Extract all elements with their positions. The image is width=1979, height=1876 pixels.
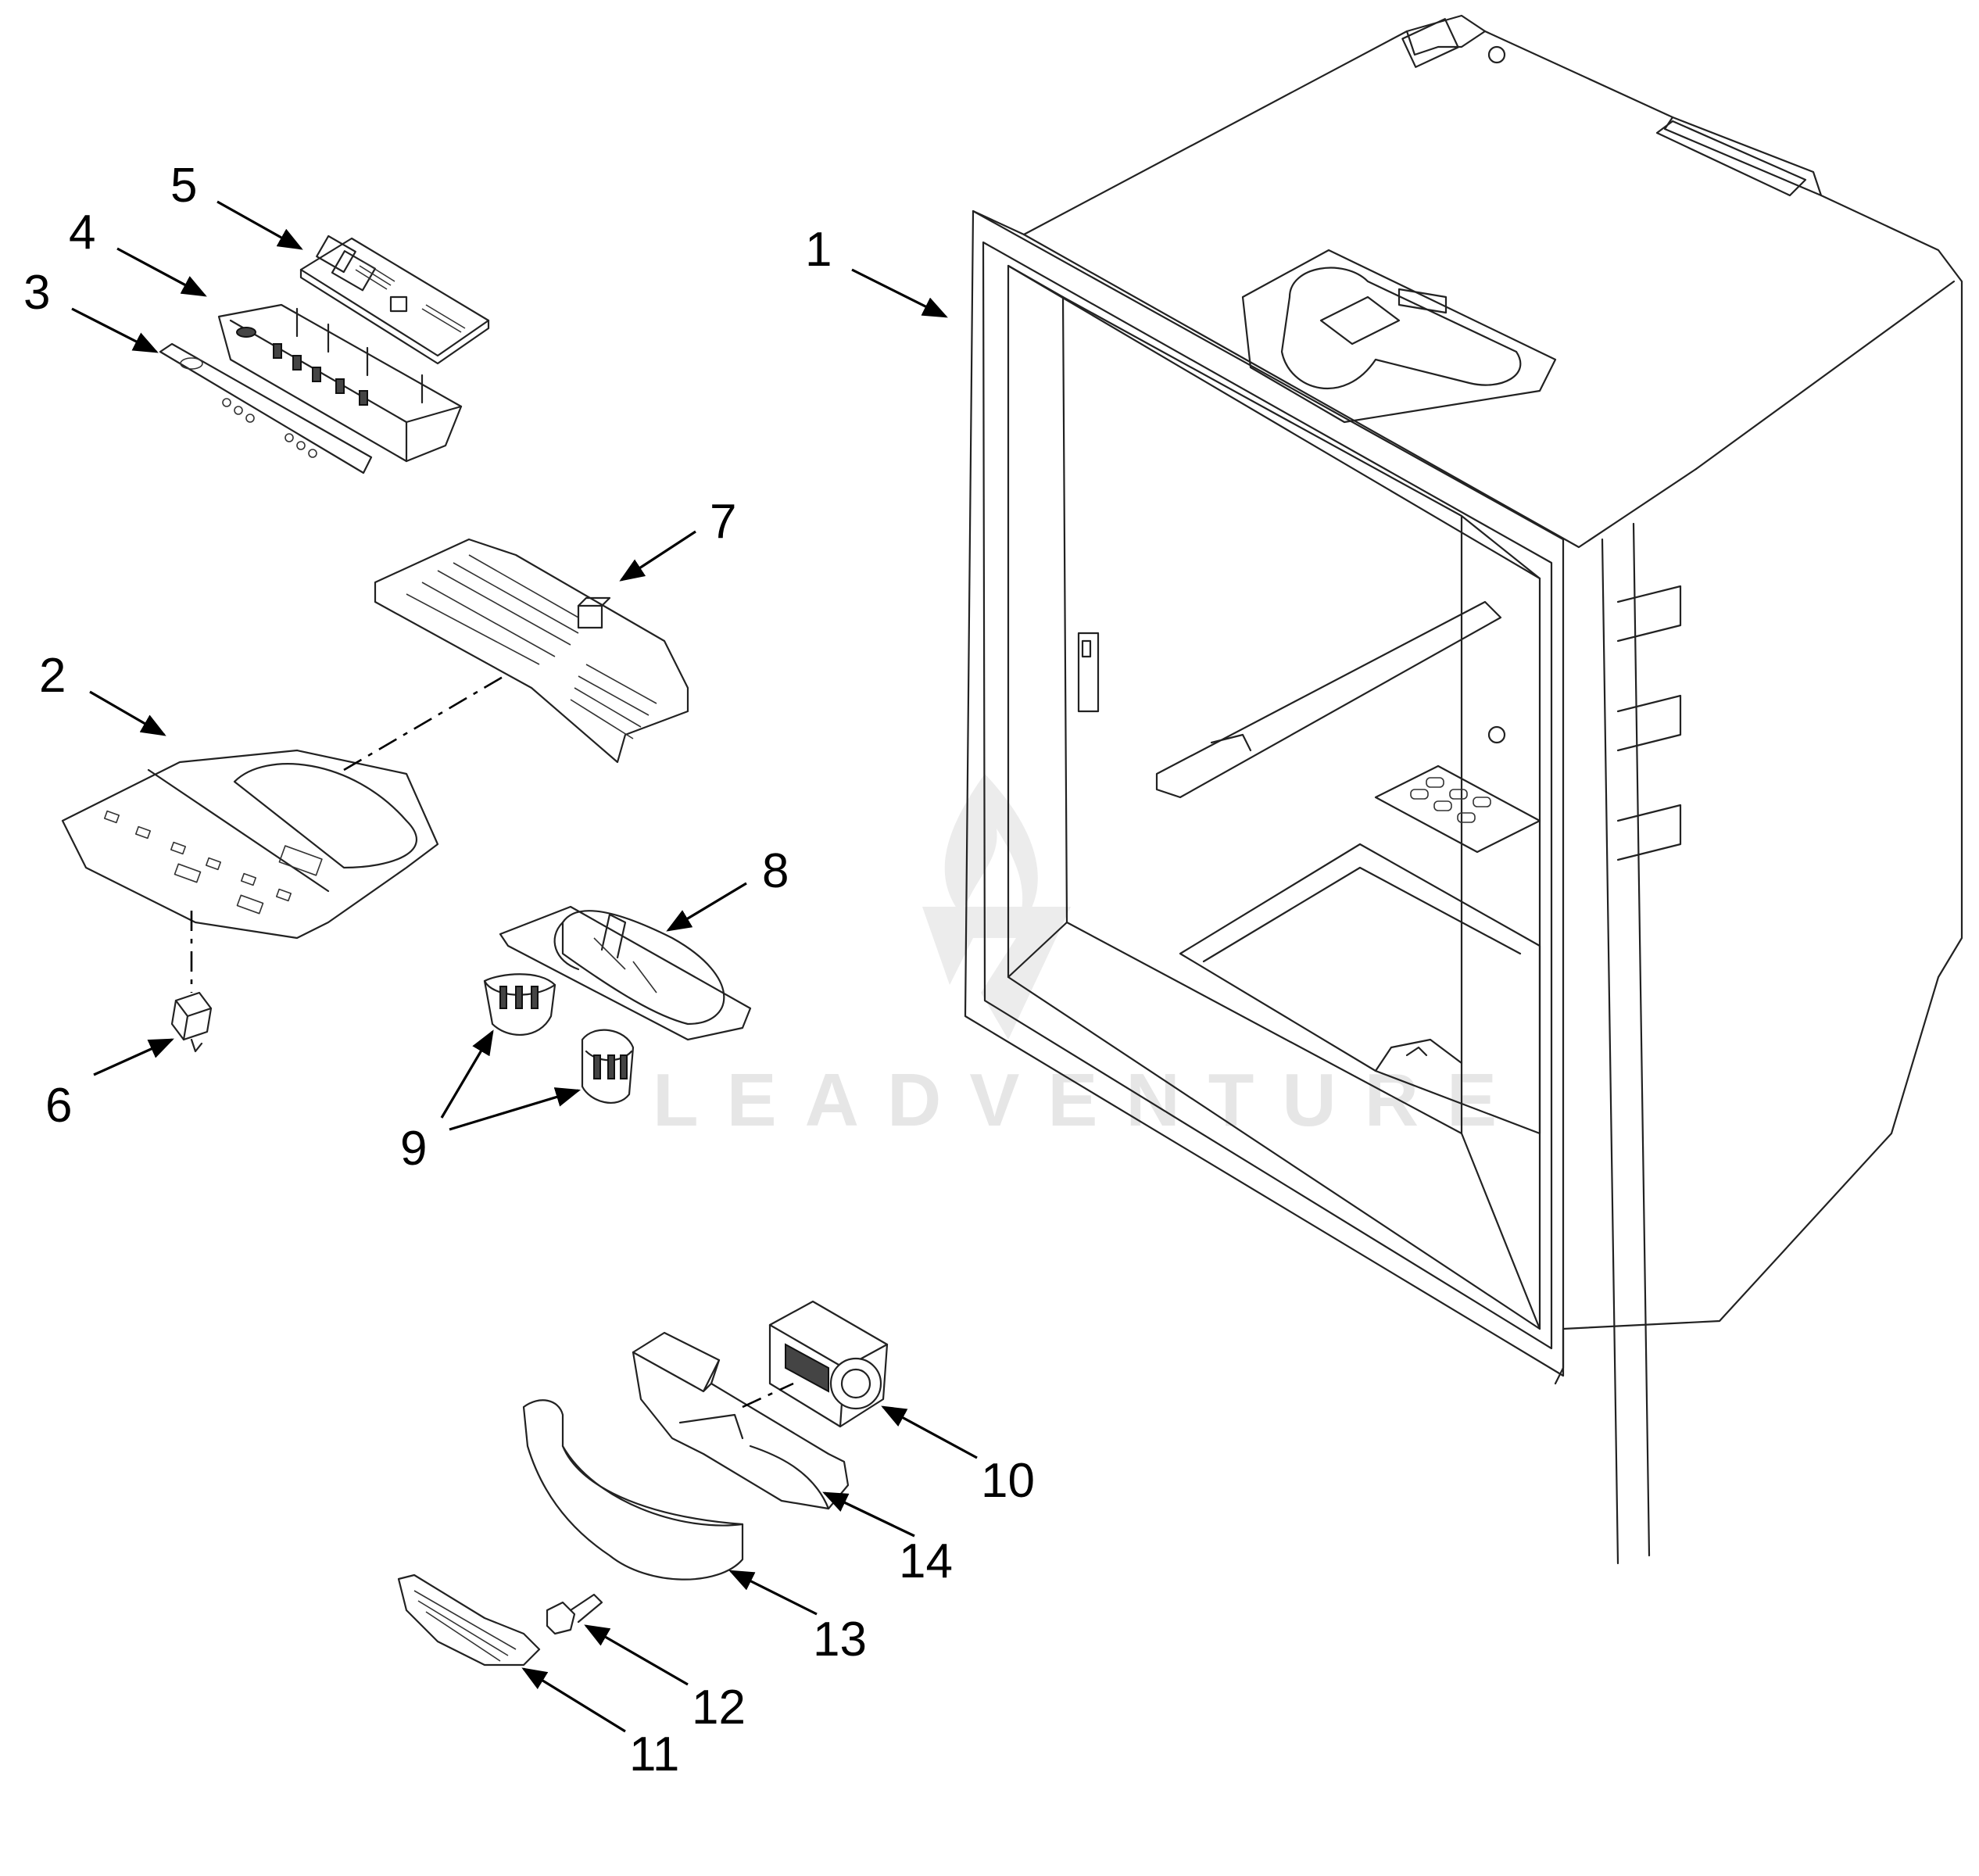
arrow-6 <box>93 1038 174 1076</box>
watermark: LEADVENTURE <box>653 774 1525 1142</box>
callout-12: 12 <box>692 1681 746 1735</box>
arrow-9b <box>449 1087 582 1131</box>
part-11-grille <box>397 1573 541 1667</box>
alignment-line-14-10 <box>742 1382 794 1409</box>
part-3-overlay <box>159 342 373 474</box>
part-9-socket-a <box>483 973 556 1036</box>
callout-arrows <box>71 200 978 1733</box>
callout-labels: 1 2 3 4 5 6 7 8 9 10 11 12 13 14 <box>23 159 1035 1781</box>
part-12-screw <box>546 1593 603 1635</box>
callout-5: 5 <box>170 159 197 213</box>
callout-1: 1 <box>805 223 832 277</box>
arrow-2 <box>89 690 166 736</box>
arrow-8 <box>666 882 747 932</box>
arrow-11 <box>521 1667 626 1733</box>
part-7-light-cover <box>374 538 689 764</box>
part-14-housing <box>632 1331 850 1510</box>
arrow-13 <box>728 1570 818 1616</box>
callout-8: 8 <box>762 844 789 898</box>
arrow-1 <box>851 268 948 318</box>
watermark-text: LEADVENTURE <box>653 1058 1525 1142</box>
arrow-4 <box>116 247 207 297</box>
callout-3: 3 <box>23 266 50 320</box>
flame-logo-icon <box>922 774 1071 1040</box>
arrow-5 <box>217 200 303 250</box>
callout-13: 13 <box>813 1613 867 1667</box>
part-10-motor-assembly <box>768 1300 889 1428</box>
callout-2: 2 <box>39 649 66 703</box>
arrow-3 <box>71 307 159 353</box>
callout-11: 11 <box>629 1727 679 1781</box>
part-5-control-board <box>299 234 490 365</box>
part-4-control-housing <box>217 303 463 463</box>
part-9-socket-b <box>581 1029 635 1104</box>
arrow-14 <box>822 1491 915 1538</box>
part-2-crisper-cover <box>61 749 439 940</box>
arrow-12 <box>584 1624 689 1686</box>
callout-4: 4 <box>69 206 95 260</box>
callout-9: 9 <box>400 1122 427 1176</box>
part-8-light-housing <box>499 905 752 1041</box>
callout-10: 10 <box>981 1454 1035 1508</box>
callout-7: 7 <box>710 495 736 549</box>
part-1-cabinet-liner <box>964 14 1963 1565</box>
callout-6: 6 <box>45 1079 72 1133</box>
alignment-lines <box>190 675 794 1409</box>
arrow-7 <box>619 530 696 582</box>
part-13-trim <box>522 1399 744 1581</box>
arrow-10 <box>881 1405 978 1459</box>
alignment-line-2-7 <box>343 675 505 772</box>
callout-14: 14 <box>899 1534 953 1588</box>
arrow-9a <box>440 1029 494 1119</box>
part-6-switch <box>170 991 213 1053</box>
